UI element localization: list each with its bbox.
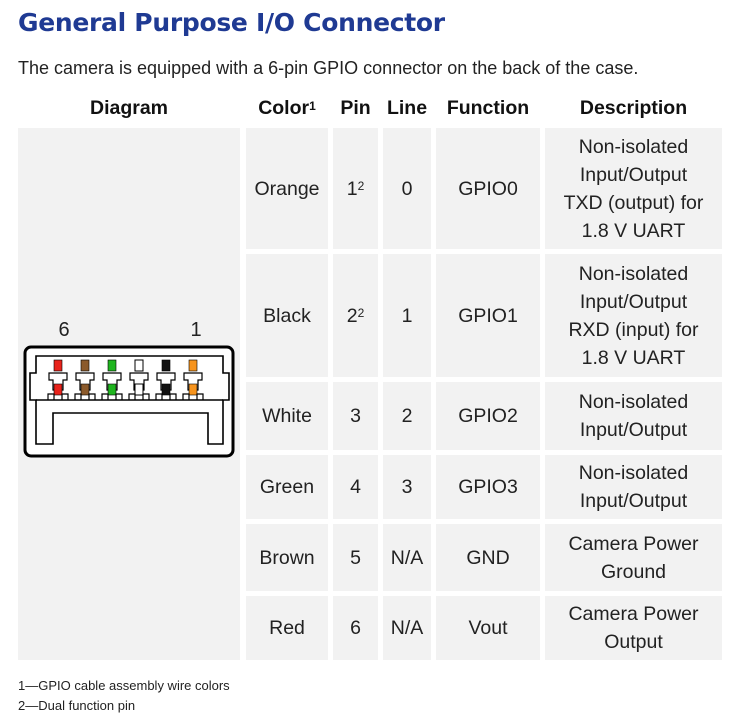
color-value: Black [263, 304, 311, 327]
description-line: 1.8 V UART [581, 346, 686, 369]
cell-color: Green [246, 455, 328, 519]
cell-color: Black [246, 254, 328, 377]
pin-number: 6 [350, 617, 361, 639]
connector-diagram: 6 1 [23, 319, 235, 458]
header-color-sup: 1 [309, 99, 316, 113]
footnote-2: 2—Dual function pin [18, 698, 136, 713]
description-line: Non-isolated [578, 135, 689, 158]
header-description: Description [579, 97, 688, 119]
pin-footnote-ref: 2 [357, 305, 365, 320]
header-diagram: Diagram [89, 97, 169, 119]
cell-color: White [246, 382, 328, 450]
description-line: Output [604, 631, 663, 653]
connector-pin [182, 359, 204, 400]
cell-color: Orange [246, 128, 328, 249]
function-value: GPIO2 [458, 405, 518, 427]
function-value: GPIO3 [458, 476, 518, 498]
diagram-panel: 6 1 [18, 128, 240, 660]
function-value: GPIO1 [458, 304, 518, 327]
description-line: 1.8 V UART [581, 219, 686, 242]
description-line: Camera Power [568, 532, 699, 555]
description-line: Non-isolated [578, 391, 689, 413]
page-title: General Purpose I/O Connector [18, 8, 445, 37]
pin-number: 1 [346, 177, 358, 200]
cell-line: 3 [383, 455, 431, 519]
connector-pin [74, 359, 96, 400]
header-function: Function [446, 97, 530, 119]
function-value: GPIO0 [458, 177, 518, 200]
line-value: 2 [401, 405, 413, 427]
cell-function: GPIO0 [436, 128, 540, 249]
cell-function: GPIO3 [436, 455, 540, 519]
description-line: RXD (input) for [568, 318, 699, 341]
description-line: Input/Output [579, 490, 688, 512]
color-value: Red [269, 617, 305, 639]
function-value: GND [466, 546, 510, 569]
cell-line: 0 [383, 128, 431, 249]
description-line: Non-isolated [578, 262, 689, 285]
description-line: Input/Output [579, 163, 688, 186]
footnote-1: 1—GPIO cable assembly wire colors [18, 678, 230, 693]
line-value: 1 [401, 304, 413, 327]
description-line: TXD (output) for [563, 191, 704, 214]
cell-line: 1 [383, 254, 431, 377]
cell-function: GND [436, 524, 540, 591]
cell-function: Vout [436, 596, 540, 660]
pin-number: 3 [350, 405, 361, 427]
pin-number: 4 [350, 476, 361, 498]
cell-pin: 4 [333, 455, 378, 519]
description-line: Input/Output [579, 290, 688, 313]
line-value: N/A [390, 617, 424, 639]
cell-pin: 3 [333, 382, 378, 450]
function-value: Vout [468, 617, 508, 639]
cell-pin: 5 [333, 524, 378, 591]
cell-function: GPIO2 [436, 382, 540, 450]
header-pin: Pin [340, 97, 371, 119]
connector-inner-outline [29, 355, 230, 445]
header-color-label: Color [258, 97, 310, 119]
header-color: Color1 [246, 96, 328, 120]
cell-line: 2 [383, 382, 431, 450]
pin-number: 2 [346, 304, 358, 327]
cell-color: Brown [246, 524, 328, 591]
color-value: White [262, 405, 312, 427]
intro-text: The camera is equipped with a 6-pin GPIO… [18, 58, 639, 78]
description-line: Non-isolated [578, 462, 689, 484]
cell-line: N/A [383, 524, 431, 591]
header-line: Line [386, 97, 428, 119]
connector-pin [101, 359, 123, 400]
color-value: Green [259, 476, 315, 498]
line-value: 0 [401, 177, 413, 200]
connector-pin [155, 359, 177, 400]
color-value: Brown [259, 546, 315, 569]
line-value: 3 [401, 476, 413, 498]
cell-function: GPIO1 [436, 254, 540, 377]
line-value: N/A [390, 546, 424, 569]
description-line: Input/Output [579, 419, 688, 441]
pin-footnote-ref: 2 [357, 178, 365, 193]
connector-pins [47, 359, 204, 400]
cell-pin: 6 [333, 596, 378, 660]
pin-number: 5 [350, 546, 361, 569]
connector-pin [128, 359, 150, 400]
description-line: Camera Power [568, 603, 699, 625]
pin6-label: 6 [58, 319, 69, 341]
cell-color: Red [246, 596, 328, 660]
connector-pin [47, 359, 69, 400]
description-line: Ground [600, 560, 667, 583]
pin1-label: 1 [190, 319, 201, 341]
color-value: Orange [254, 177, 320, 200]
cell-line: N/A [383, 596, 431, 660]
